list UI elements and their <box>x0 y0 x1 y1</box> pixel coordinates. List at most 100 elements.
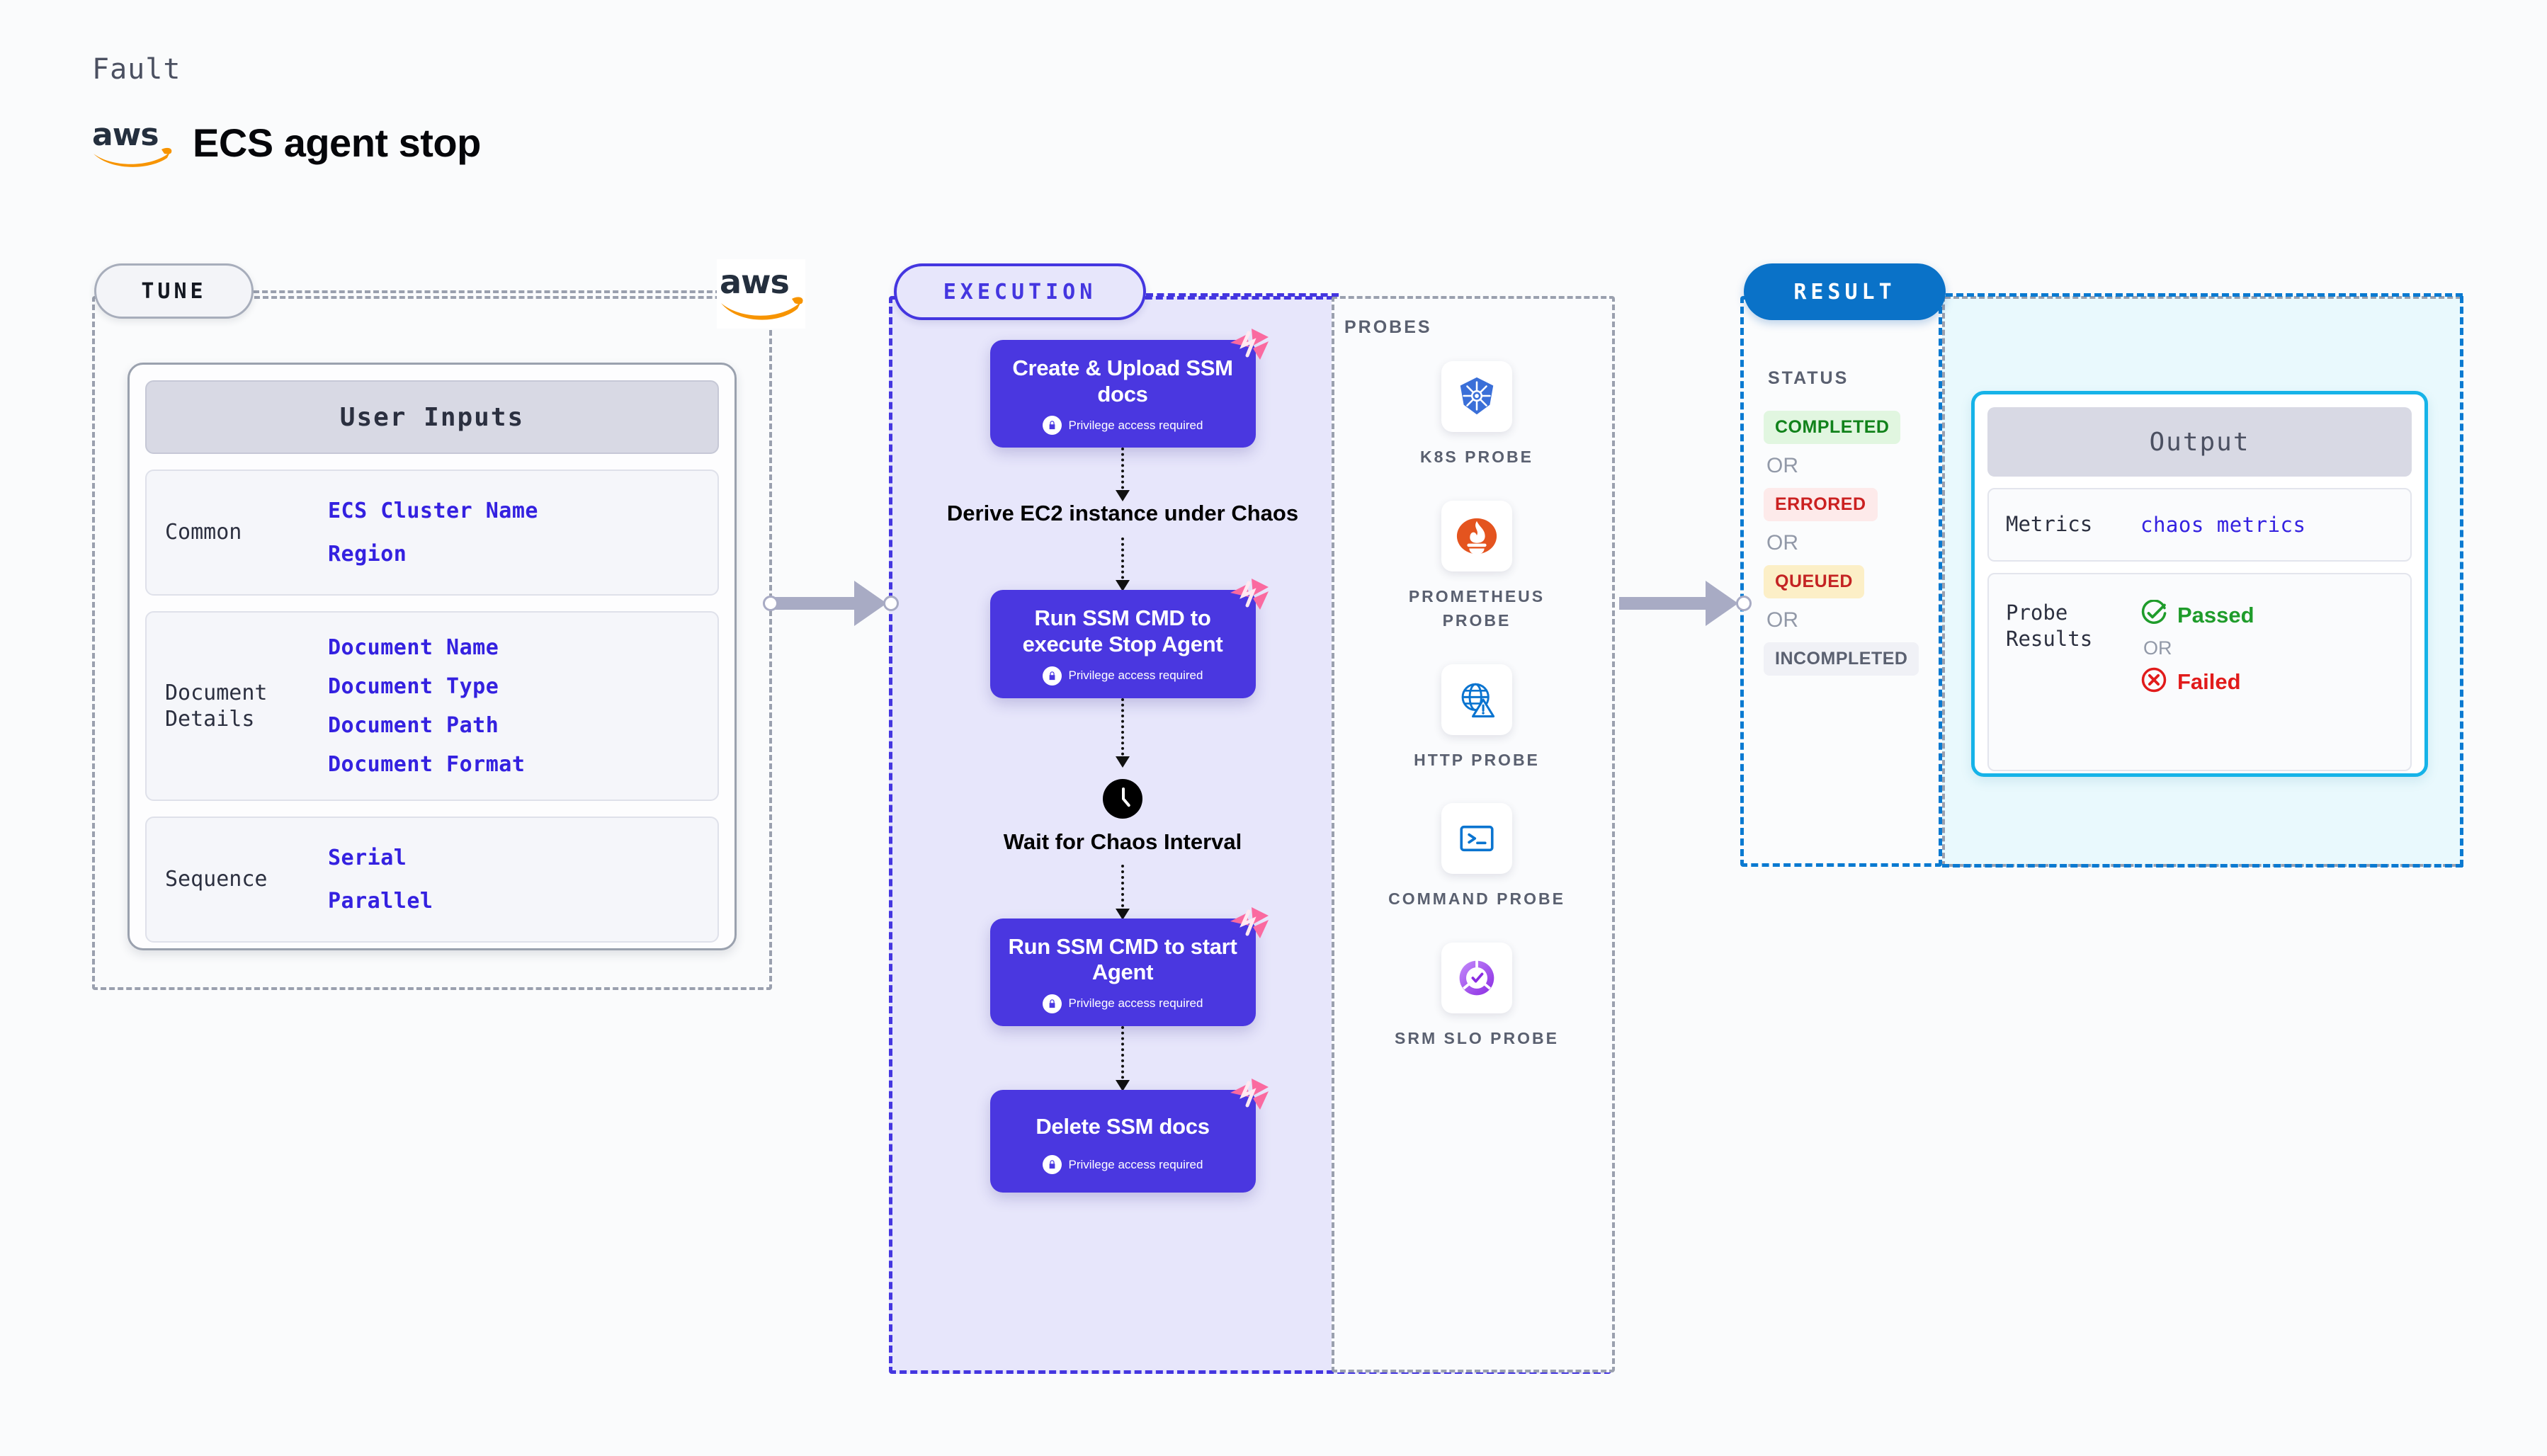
aws-logo-icon-tune: aws <box>717 259 805 329</box>
input-value[interactable]: Serial <box>328 846 407 870</box>
execution-step-card[interactable]: Create & Upload SSM docs Privilege acces… <box>989 329 1269 448</box>
harness-badge-icon <box>1227 903 1271 947</box>
metrics-value[interactable]: chaos metrics <box>2140 513 2306 537</box>
input-value[interactable]: ECS Cluster Name <box>328 499 538 523</box>
privilege-text: Privilege access required <box>1068 669 1203 682</box>
lock-icon <box>1042 416 1062 436</box>
lock-icon <box>1042 1155 1062 1175</box>
or-separator: OR <box>2143 637 2172 659</box>
probe-label: SRM SLO PROBE <box>1395 1028 1559 1047</box>
probe-label: K8S PROBE <box>1420 448 1533 466</box>
privilege-text: Privilege access required <box>1068 996 1203 1011</box>
terminal-icon <box>1441 803 1512 874</box>
check-circle-icon <box>2140 599 2167 630</box>
input-value[interactable]: Parallel <box>328 889 433 914</box>
connector-node <box>1736 596 1752 611</box>
connector-node <box>883 596 899 611</box>
connector-node <box>763 596 778 611</box>
failed-label: Failed <box>2177 669 2241 694</box>
kubernetes-icon <box>1441 361 1512 432</box>
srm-slo-icon <box>1441 942 1512 1013</box>
result-pill-label: RESULT <box>1793 279 1896 305</box>
page-title-row: aws ECS agent stop <box>91 117 481 168</box>
svg-text:aws: aws <box>92 117 159 153</box>
probe-label: HTTP PROBE <box>1414 750 1540 769</box>
input-value[interactable]: Region <box>328 542 407 567</box>
input-value[interactable]: Document Name <box>328 635 499 660</box>
probe-item-http[interactable]: HTTP PROBE <box>1388 664 1565 773</box>
flow-arrow <box>1116 864 1130 920</box>
probe-results-label: Probe Results <box>2006 601 2093 652</box>
harness-badge-icon <box>1227 574 1271 618</box>
output-row-probe-results: Probe Results Passed OR <box>1987 573 2412 771</box>
input-value[interactable]: Document Type <box>328 674 499 699</box>
flow-arrow <box>1116 538 1130 592</box>
probe-item-command[interactable]: COMMAND PROBE <box>1388 803 1565 911</box>
input-value[interactable]: Document Format <box>328 752 526 777</box>
lock-icon <box>1042 666 1062 686</box>
input-group-label: Common <box>165 520 242 545</box>
input-group-label: Document Details <box>165 680 268 732</box>
user-inputs-title: User Inputs <box>145 380 719 454</box>
probe-item-k8s[interactable]: K8S PROBE <box>1388 361 1565 470</box>
execution-pill-label: EXECUTION <box>943 279 1097 305</box>
execution-step-plain: Wait for Chaos Interval <box>914 778 1332 855</box>
user-inputs-card: User Inputs Common ECS Cluster Name Regi… <box>127 363 737 950</box>
harness-badge-icon <box>1227 324 1271 368</box>
flow-arrow <box>1116 448 1130 502</box>
result-pill[interactable]: RESULT <box>1744 263 1946 320</box>
execution-step-card[interactable]: Delete SSM docs Privilege access require… <box>989 1078 1269 1193</box>
status-label: STATUS <box>1768 368 1849 388</box>
execution-step-card[interactable]: Run SSM CMD to start Agent Privilege acc… <box>989 906 1269 1026</box>
probes-dashed-connector <box>1146 293 1339 297</box>
clock-icon <box>1103 778 1142 819</box>
tune-pill-label: TUNE <box>141 278 207 304</box>
execution-step-plain: Derive EC2 instance under Chaos <box>914 500 1332 526</box>
step-title: Run SSM CMD to execute Stop Agent <box>1022 605 1223 656</box>
probe-result-passed: Passed <box>2140 599 2254 630</box>
harness-badge-icon <box>1227 1074 1271 1118</box>
step-privilege-note: Privilege access required <box>997 416 1249 436</box>
status-badge-errored: ERRORED <box>1764 488 1878 521</box>
tune-dashed-connector <box>254 290 721 293</box>
status-badge-completed: COMPLETED <box>1764 411 1901 444</box>
metrics-label: Metrics <box>2006 512 2093 537</box>
flow-arrow <box>1116 698 1130 768</box>
execution-pill[interactable]: EXECUTION <box>894 263 1146 320</box>
output-card: Output Metrics chaos metrics Probe Resul… <box>1971 391 2428 777</box>
status-list: COMPLETED OR ERRORED OR QUEUED OR INCOMP… <box>1764 411 1927 676</box>
or-separator: OR <box>1766 531 1798 554</box>
input-value[interactable]: Document Path <box>328 713 499 738</box>
probe-result-failed: Failed <box>2140 666 2254 697</box>
execution-step-card[interactable]: Run SSM CMD to execute Stop Agent Privil… <box>989 579 1269 698</box>
step-title: Create & Upload SSM docs <box>1012 356 1233 406</box>
execution-flow: Create & Upload SSM docs Privilege acces… <box>914 329 1332 1193</box>
step-privilege-note: Privilege access required <box>997 666 1249 686</box>
output-title: Output <box>1987 407 2412 477</box>
passed-label: Passed <box>2177 602 2254 627</box>
step-title: Delete SSM docs <box>1036 1113 1210 1139</box>
prometheus-icon <box>1441 500 1512 571</box>
probe-item-prometheus[interactable]: PROMETHEUS PROBE <box>1388 500 1565 633</box>
probes-list: K8S PROBE PROMETHEUS PROBE <box>1388 361 1565 1081</box>
output-row-metrics: Metrics chaos metrics <box>1987 488 2412 562</box>
output-frame-right-edge <box>2460 296 2463 867</box>
step-privilege-note: Privilege access required <box>997 1155 1249 1175</box>
status-badge-queued: QUEUED <box>1764 565 1864 598</box>
input-group-label: Sequence <box>165 867 268 892</box>
result-dashed-connector <box>1946 293 2463 297</box>
output-frame-bottom-edge <box>1942 864 2463 868</box>
step-title: Wait for Chaos Interval <box>1003 829 1242 854</box>
input-group-common: Common ECS Cluster Name Region <box>145 470 719 596</box>
tune-pill[interactable]: TUNE <box>94 263 254 319</box>
probe-item-srm-slo[interactable]: SRM SLO PROBE <box>1388 942 1565 1051</box>
probe-label: PROMETHEUS PROBE <box>1408 586 1545 630</box>
or-separator: OR <box>1766 608 1798 632</box>
step-privilege-note: Privilege access required <box>997 994 1249 1013</box>
input-group-sequence: Sequence Serial Parallel <box>145 817 719 943</box>
aws-logo-icon: aws <box>91 117 174 168</box>
arrow-execution-to-result <box>1619 581 1752 626</box>
arrow-tune-to-execution <box>763 581 899 626</box>
input-group-document-details: Document Details Document Name Document … <box>145 611 719 801</box>
probe-label: COMMAND PROBE <box>1388 889 1565 908</box>
